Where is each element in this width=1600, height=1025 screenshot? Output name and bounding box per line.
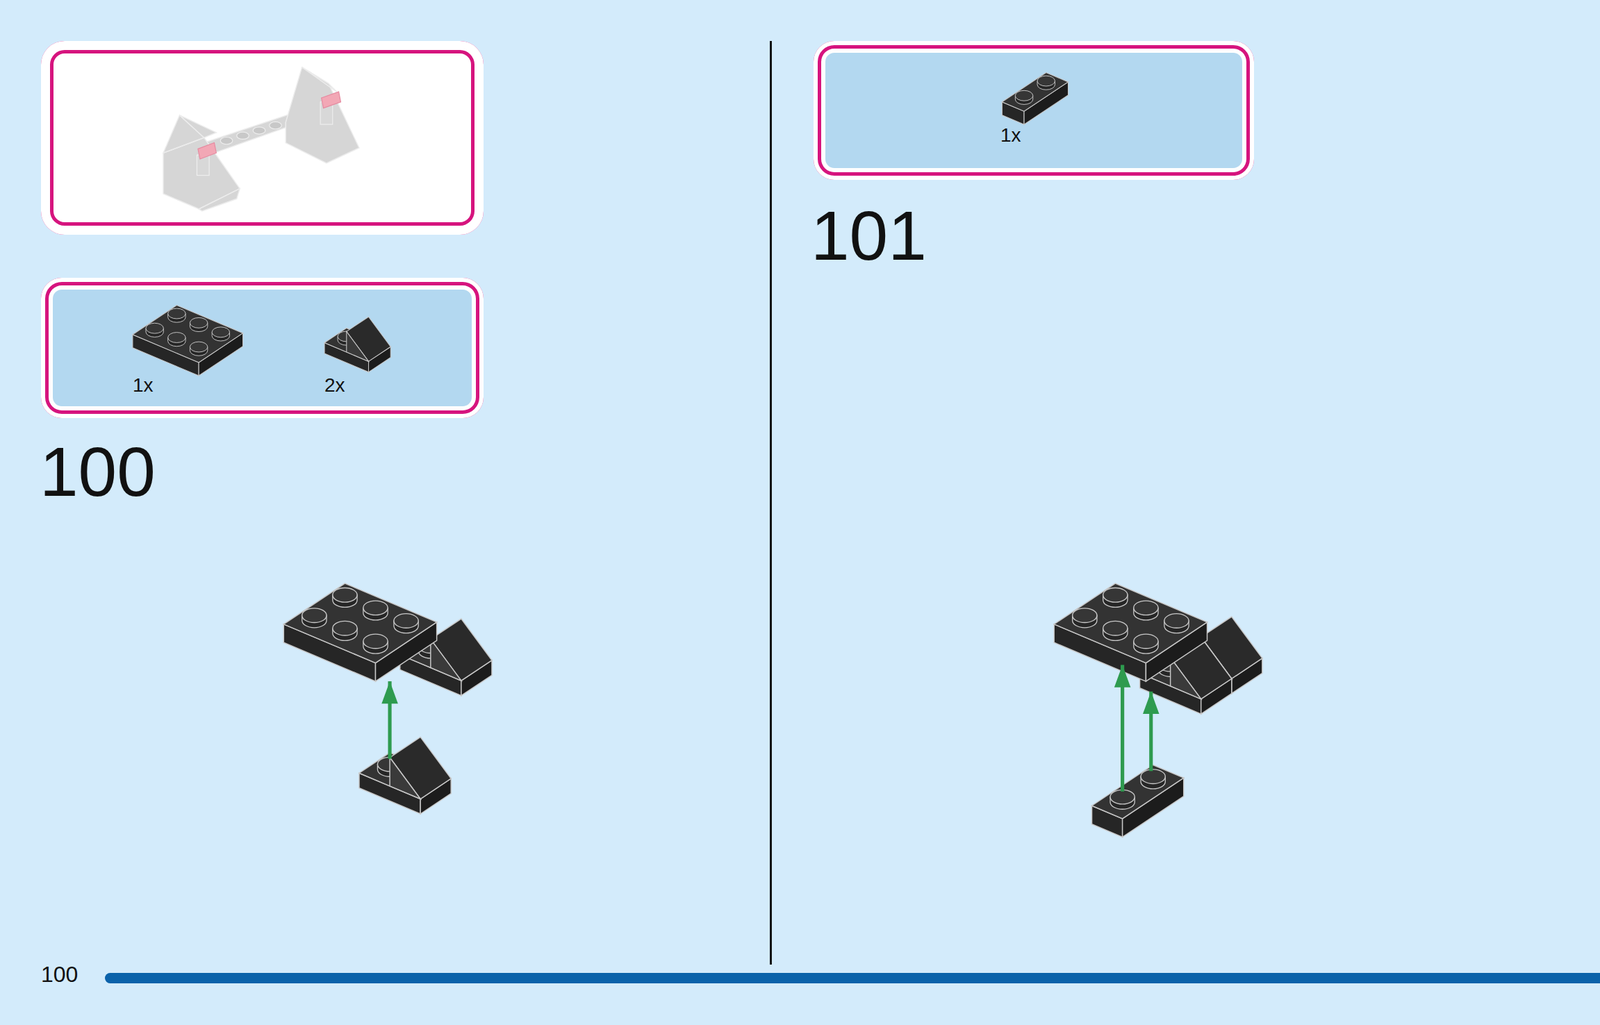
part-quantity: 1x [1000, 125, 1022, 146]
page-divider [769, 40, 772, 966]
part-icon [132, 304, 244, 376]
part-icon [324, 316, 391, 373]
preview-model [40, 40, 484, 235]
part-quantity: 2x [324, 375, 346, 396]
parts-callout: 1x [813, 40, 1255, 180]
page-number: 100 [40, 963, 78, 986]
part-icons [813, 40, 1255, 180]
part-quantity: 1x [132, 375, 154, 396]
step-number: 100 [39, 436, 156, 507]
page-bar [104, 973, 1600, 984]
part-icon [1001, 72, 1068, 126]
preview-panel [40, 40, 484, 235]
part-icons [40, 277, 484, 419]
step-number: 101 [810, 200, 927, 271]
parts-callout: 1x 2x [40, 277, 484, 419]
